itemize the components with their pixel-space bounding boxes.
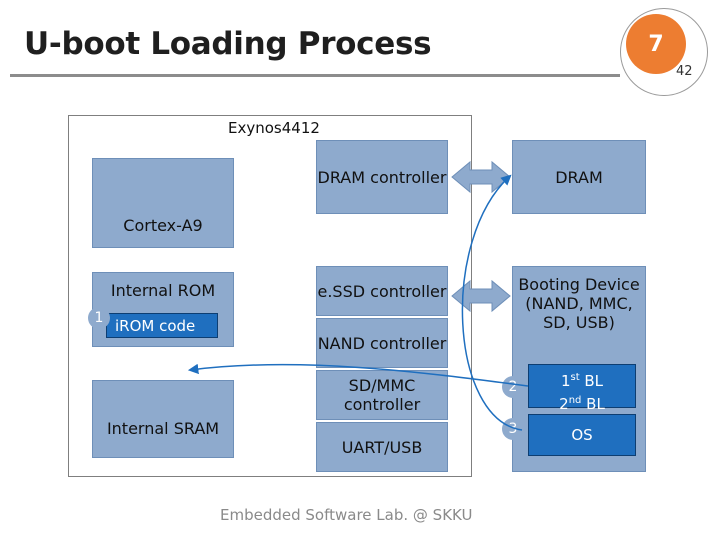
- irom-code-label: iROM code: [115, 316, 196, 335]
- first-bl-label: 1st BL: [560, 372, 604, 390]
- essd-controller-label: e.SSD controller: [317, 281, 447, 301]
- dram-bus-arrow: [451, 160, 511, 194]
- os-block: OS: [528, 414, 636, 456]
- step-1-marker: 1: [88, 307, 110, 329]
- bl-to-sram-arrow: [187, 363, 529, 387]
- footer-credit: Embedded Software Lab. @ SKKU: [220, 506, 473, 524]
- os-to-dram-arrow: [461, 174, 523, 431]
- internal-rom-label: Internal ROM: [110, 281, 216, 300]
- os-label: OS: [571, 426, 593, 444]
- slide-title: U-boot Loading Process: [24, 26, 432, 62]
- uart-usb-block: UART/USB: [316, 422, 448, 472]
- irom-code-block: iROM code: [106, 313, 218, 338]
- internal-sram-label: Internal SRAM: [106, 418, 220, 438]
- page-number: 42: [676, 64, 693, 79]
- nand-controller-block: NAND controller: [316, 318, 448, 368]
- slide-badge: 7: [626, 14, 686, 74]
- uart-usb-label: UART/USB: [341, 437, 423, 457]
- chip-label: Exynos4412: [224, 117, 324, 139]
- internal-sram-block: Internal SRAM: [92, 380, 234, 458]
- essd-controller-block: e.SSD controller: [316, 266, 448, 316]
- boot-device-bus-arrow: [451, 279, 511, 313]
- dram-block: DRAM: [512, 140, 646, 214]
- dram-controller-label: DRAM controller: [317, 167, 447, 187]
- cortex-a9-label: Cortex-A9: [123, 215, 203, 235]
- bootloader-block: 1st BL 2nd BL: [528, 364, 636, 413]
- booting-device-label: Booting Device (NAND, MMC, SD, USB): [518, 275, 640, 332]
- sdmmc-controller-block: SD/MMC controller: [316, 370, 448, 420]
- nand-controller-label: NAND controller: [317, 333, 447, 353]
- badge-ring: [620, 8, 708, 96]
- second-bl-label: 2nd BL: [559, 395, 605, 413]
- dram-controller-block: DRAM controller: [316, 140, 448, 214]
- step-2-marker: 2: [502, 376, 524, 398]
- title-underline: [10, 74, 620, 77]
- dram-label: DRAM: [555, 167, 603, 187]
- cortex-a9-block: Cortex-A9: [92, 158, 234, 248]
- sdmmc-controller-label: SD/MMC controller: [343, 376, 421, 414]
- step-3-marker: 3: [502, 418, 524, 440]
